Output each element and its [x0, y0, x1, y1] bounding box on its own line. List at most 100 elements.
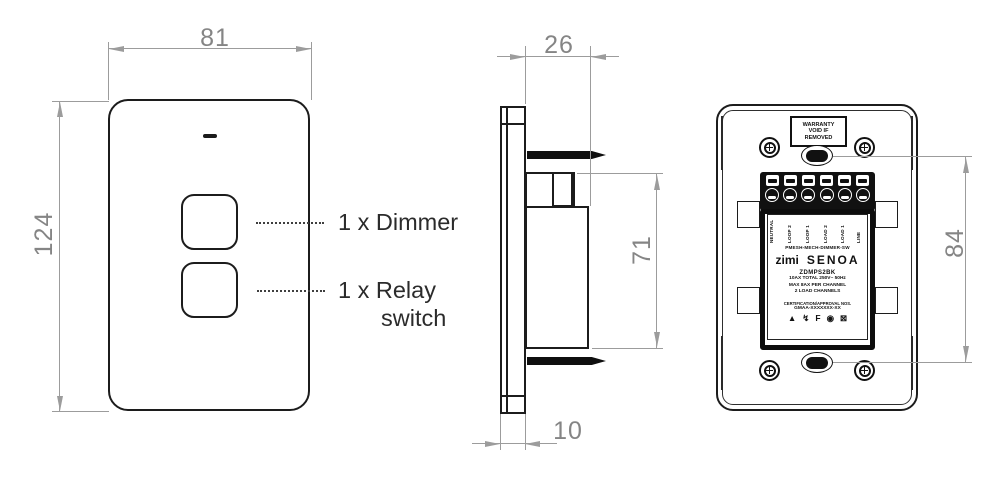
terminal-screw-icon — [837, 188, 852, 202]
dim-71-arrow-bottom — [653, 332, 660, 347]
terminal-block — [760, 172, 875, 211]
terminal-label: LOOP 2 — [787, 225, 792, 243]
back-clip-slot-bottom-left — [721, 336, 723, 390]
terminal-screw-icon — [801, 188, 816, 202]
warranty-text-line1: WARRANTY — [802, 121, 835, 128]
back-screw-bottom-left — [759, 360, 780, 381]
dim-10-arrow-left — [485, 440, 500, 447]
terminal-label: LOAD 1 — [840, 224, 845, 243]
warranty-text-line3: REMOVED — [804, 134, 833, 141]
side-faceplate-outline — [500, 106, 526, 414]
rcm-triangle-icon: ▲ — [787, 313, 797, 324]
zimi-logo: zimi — [775, 253, 799, 267]
terminal — [819, 172, 835, 211]
mounting-tab-left-lower — [737, 287, 760, 314]
back-plate-inner-outline — [722, 110, 912, 405]
dim-81-ext-right — [311, 42, 312, 100]
mounting-tab-right-upper — [875, 201, 898, 228]
dimmer-leader-line — [256, 222, 324, 224]
side-mounting-screw-top — [527, 151, 606, 159]
terminal-screw-icon — [855, 188, 870, 202]
terminal — [800, 172, 816, 211]
f-mark-icon: F — [815, 313, 821, 324]
terminal — [782, 172, 798, 211]
dimmer-callout-label: 1 x Dimmer — [338, 209, 459, 235]
back-clip-slot-top-left — [721, 116, 723, 170]
dim-71-ext-top — [577, 173, 663, 174]
dim-81-line — [109, 48, 311, 49]
dim-10-ext-left — [500, 414, 501, 450]
terminal-label: LOOP 1 — [805, 225, 810, 243]
dim-10-ext-right — [525, 414, 526, 450]
mounting-slot-bottom-hole — [806, 356, 828, 369]
led-indicator-dash — [203, 134, 217, 138]
dim-71-arrow-top — [653, 175, 660, 190]
dim-124-value: 124 — [30, 211, 58, 257]
relay-callout-label-line1: 1 x Relay — [338, 277, 436, 303]
terminal-screw-icon — [783, 188, 798, 202]
wire-clamp-icon — [801, 175, 815, 186]
dim-26-ext-right — [590, 46, 591, 206]
dim-124-ext-top — [52, 101, 109, 102]
weee-bin-icon: ⊠ — [840, 313, 848, 324]
warranty-text-line2: VOID IF — [808, 128, 829, 135]
dim-26-ext-left — [525, 46, 526, 104]
model-number: ZDMPS2BK — [799, 270, 836, 276]
spec-line-1: 10AX TOTAL 250V~ 50Hz — [789, 276, 846, 281]
wire-clamp-icon — [765, 175, 779, 186]
dim-124-ext-bottom — [52, 411, 109, 412]
product-line-text: PMESH-MECH-DIMMER-SW — [785, 245, 850, 250]
brand-row: zimi SENOA — [768, 253, 867, 267]
terminal-screw-icon — [819, 188, 834, 202]
front-plate-outline — [108, 99, 310, 411]
dim-81-value: 81 — [200, 24, 230, 52]
back-screw-bottom-right — [854, 360, 875, 381]
dim-81-arrow-left — [109, 45, 124, 52]
serial-number: GMAA-XXXXXXX-XX — [794, 306, 841, 312]
back-clip-slot-top-right — [911, 116, 913, 170]
relay-leader-line — [257, 290, 325, 292]
approval-circle-icon: ◉ — [826, 313, 835, 324]
product-label: NEUTRAL LOOP 2 LOOP 1 LOAD 2 LOAD 1 LINE… — [767, 214, 868, 340]
mounting-tab-left-upper — [737, 201, 760, 228]
side-mounting-screw-bottom — [527, 357, 606, 365]
warranty-sticker: WARRANTY VOID IF REMOVED — [790, 116, 847, 147]
screw-phillips-icon — [858, 141, 871, 154]
dim-71-line — [656, 174, 657, 348]
dim-124-arrow-bottom — [56, 396, 63, 411]
screw-phillips-icon — [763, 141, 776, 154]
back-clip-slot-bottom-right — [911, 336, 913, 390]
side-enclosure-body — [525, 206, 589, 349]
terminal-screw-icon — [765, 188, 779, 202]
wire-clamp-icon — [820, 175, 834, 186]
terminal-label: LINE — [856, 231, 861, 243]
senoa-wordmark: SENOA — [806, 253, 860, 267]
mounting-slot-top-hole — [806, 149, 828, 162]
dim-84-arrow-top — [962, 158, 969, 173]
terminal-label: LOAD 2 — [823, 224, 828, 243]
spec-line-3: 2 LOAD CHANNELS — [794, 289, 841, 295]
dim-26-value: 26 — [544, 31, 574, 59]
screw-phillips-icon — [858, 364, 871, 377]
wire-clamp-icon — [838, 175, 852, 186]
wire-clamp-icon — [856, 175, 870, 186]
back-screw-top-left — [759, 137, 780, 158]
dim-10-value: 10 — [553, 417, 583, 445]
mounting-tab-right-lower — [875, 287, 898, 314]
dim-84-ext-top — [833, 156, 972, 157]
dim-26-arrow-left — [510, 53, 525, 60]
dim-81-ext-left — [108, 42, 109, 100]
dim-26-arrow-right — [591, 53, 606, 60]
terminal — [855, 172, 871, 211]
screw-phillips-icon — [763, 364, 776, 377]
spec-line-2: MAX 8AX PER CHANNEL — [788, 282, 847, 288]
terminal — [764, 172, 780, 211]
dim-71-ext-bottom — [592, 348, 663, 349]
terminal-labels-row: NEUTRAL LOOP 2 LOOP 1 LOAD 2 LOAD 1 LINE — [768, 215, 867, 245]
dim-84-arrow-bottom — [962, 346, 969, 361]
side-faceplate-top-cap-line — [501, 123, 525, 125]
relay-button-outline — [181, 262, 238, 318]
dimmer-button-outline — [181, 194, 238, 250]
wire-clamp-icon — [783, 175, 797, 186]
